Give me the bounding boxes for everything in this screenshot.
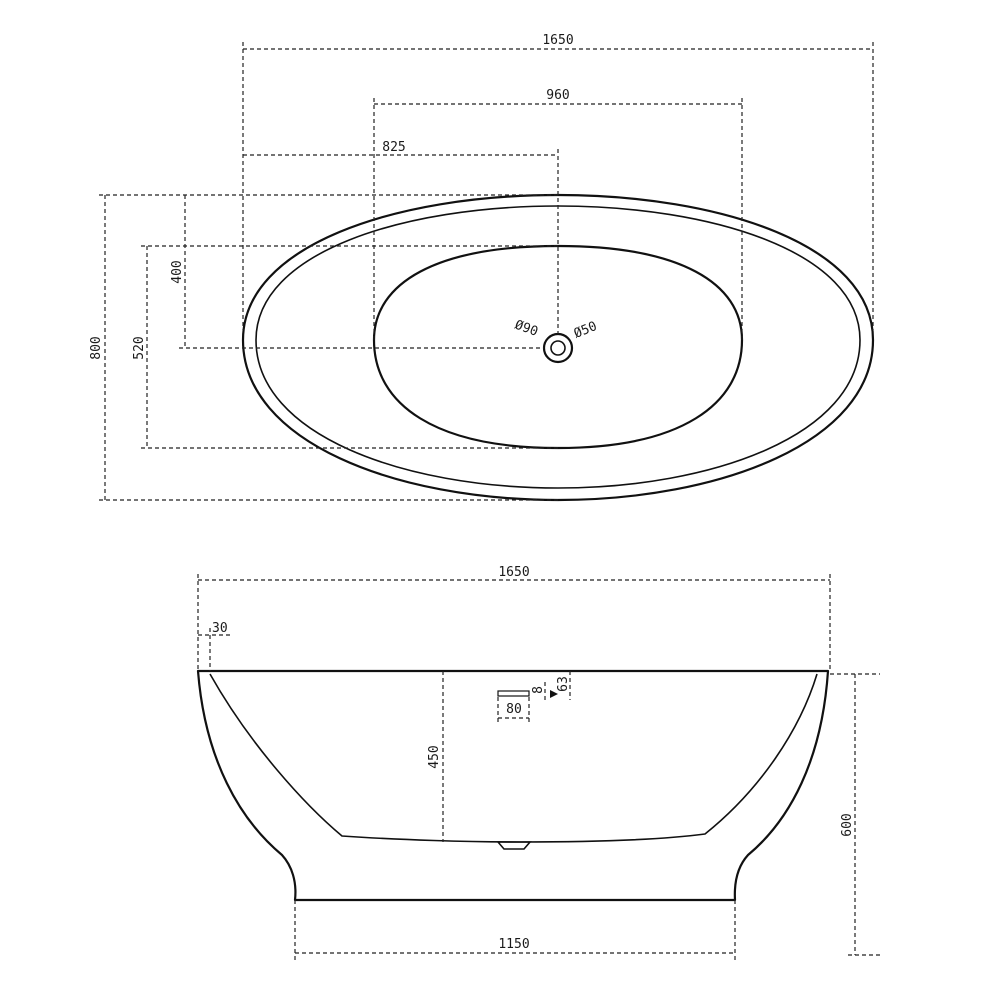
- dim-520-label: 520: [132, 336, 147, 359]
- dim-400-label: 400: [170, 260, 185, 283]
- dim-800-label: 800: [89, 336, 104, 359]
- dim-1150-label: 1150: [498, 937, 529, 952]
- side-view: 1650 30 450 80 8 63 600 1150: [196, 565, 880, 960]
- dim-63-arrow: [550, 690, 558, 698]
- dim-1650-label: 1650: [542, 33, 573, 48]
- dim-825-label: 825: [382, 140, 405, 155]
- overflow-slot: [497, 690, 530, 697]
- dim-63-label: 63: [556, 676, 571, 692]
- side-dim-1650-label: 1650: [498, 565, 529, 580]
- dim-8-label: 8: [531, 686, 546, 694]
- top-inner-rim: [255, 205, 861, 489]
- drain-inner-circle: [550, 340, 566, 356]
- drain-outer-circle: [542, 332, 574, 364]
- dim-450-label: 450: [427, 745, 442, 768]
- drain-outer-diameter-label: Ø90: [513, 318, 540, 340]
- dim-30-label: 30: [212, 621, 228, 636]
- drain-inner-diameter-label: Ø50: [572, 319, 599, 342]
- dim-80-label: 80: [506, 702, 522, 717]
- side-drain-fitting: [496, 841, 532, 850]
- dim-960-label: 960: [546, 88, 569, 103]
- dim-600-label: 600: [840, 813, 855, 836]
- top-view: 1650 960 825 800 520 400 Ø90 Ø50: [89, 33, 875, 502]
- side-inner-basin: [209, 673, 818, 843]
